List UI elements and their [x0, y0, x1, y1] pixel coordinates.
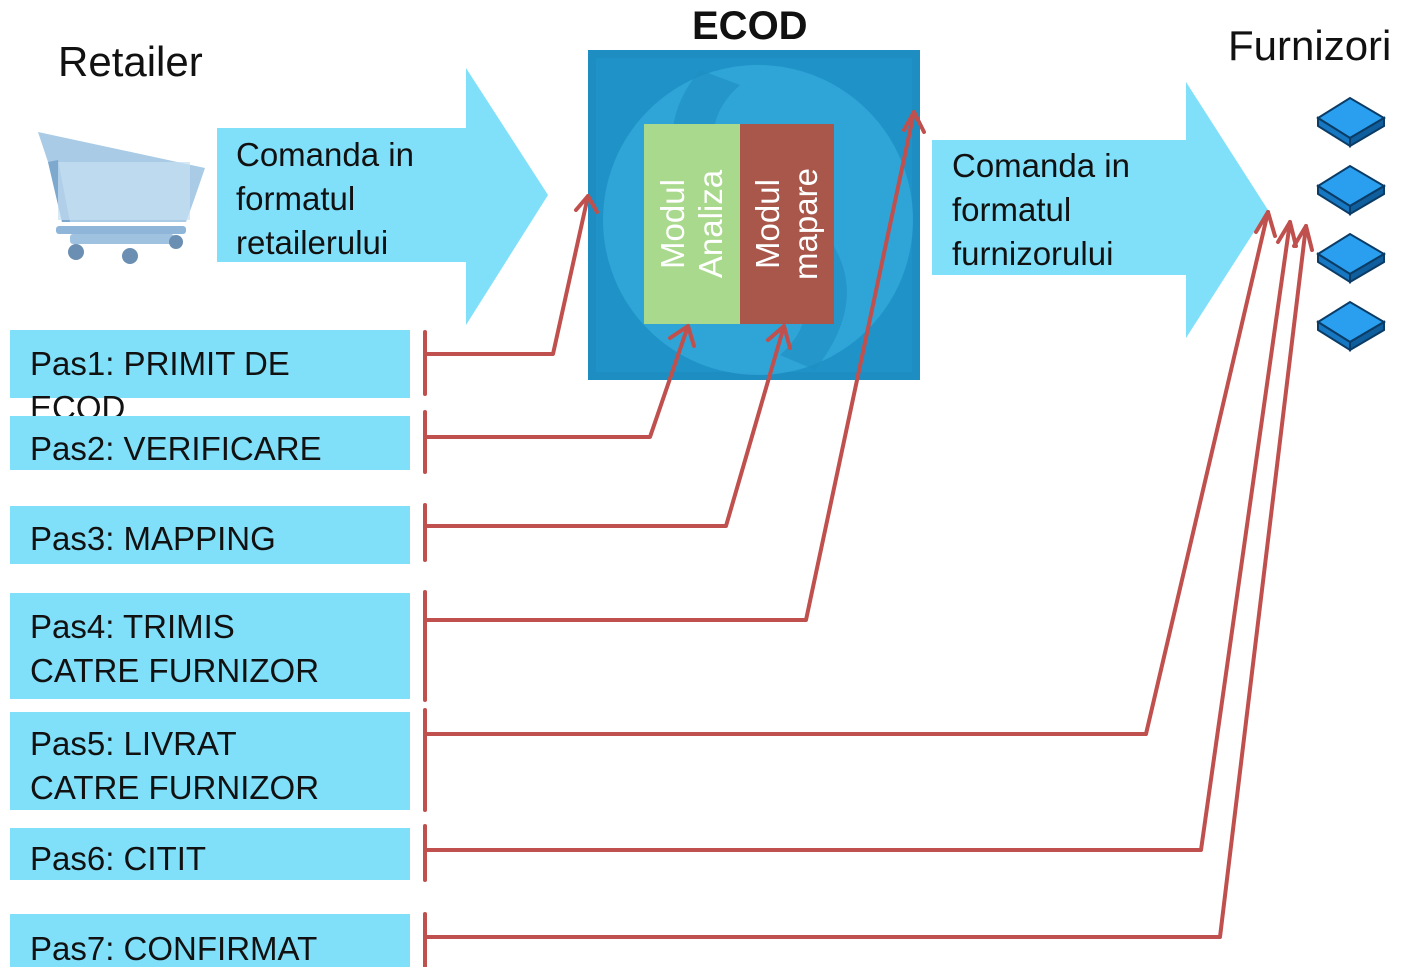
supplier-order-arrow: [932, 82, 1268, 338]
connector-step2: [423, 324, 696, 474]
module-mapping: Modul mapare: [749, 168, 825, 280]
connector-step6: [423, 220, 1298, 882]
module-analysis: Modul Analiza: [654, 169, 730, 279]
step-5: Pas5: LIVRAT CATRE FURNIZOR: [10, 712, 410, 810]
retailer-order-text: Comanda in formatul retailerului: [236, 136, 414, 261]
server-node-icon: [1316, 300, 1386, 352]
supplier-order-text: Comanda in formatul furnizorului: [952, 147, 1130, 272]
retailer-label: Retailer: [58, 38, 203, 85]
shopping-cart-icon: [38, 132, 205, 264]
server-node-icon: [1316, 96, 1386, 148]
step-1: Pas1: PRIMIT DE ECOD: [10, 330, 410, 426]
step-7: Pas7: CONFIRMAT: [10, 914, 410, 967]
step-2: Pas2: VERIFICARE: [10, 416, 410, 470]
connector-step5: [423, 210, 1277, 812]
step-6: Pas6: CITIT: [10, 828, 410, 880]
ecod-title: ECOD: [692, 4, 808, 48]
connector-step7: [423, 224, 1314, 967]
connector-step1: [423, 194, 599, 396]
connector-step4: [423, 110, 926, 702]
module-mapping-box: [740, 124, 834, 324]
server-node-icon: [1316, 164, 1386, 216]
module-analysis-box: [644, 124, 740, 324]
server-node-icon: [1316, 232, 1386, 284]
suppliers-label: Furnizori: [1228, 22, 1392, 69]
connector-step3: [423, 324, 792, 562]
supplier-nodes: [1316, 96, 1386, 352]
step-3: Pas3: MAPPING: [10, 506, 410, 564]
step-4: Pas4: TRIMIS CATRE FURNIZOR: [10, 593, 410, 699]
retailer-order-arrow: [217, 68, 548, 325]
